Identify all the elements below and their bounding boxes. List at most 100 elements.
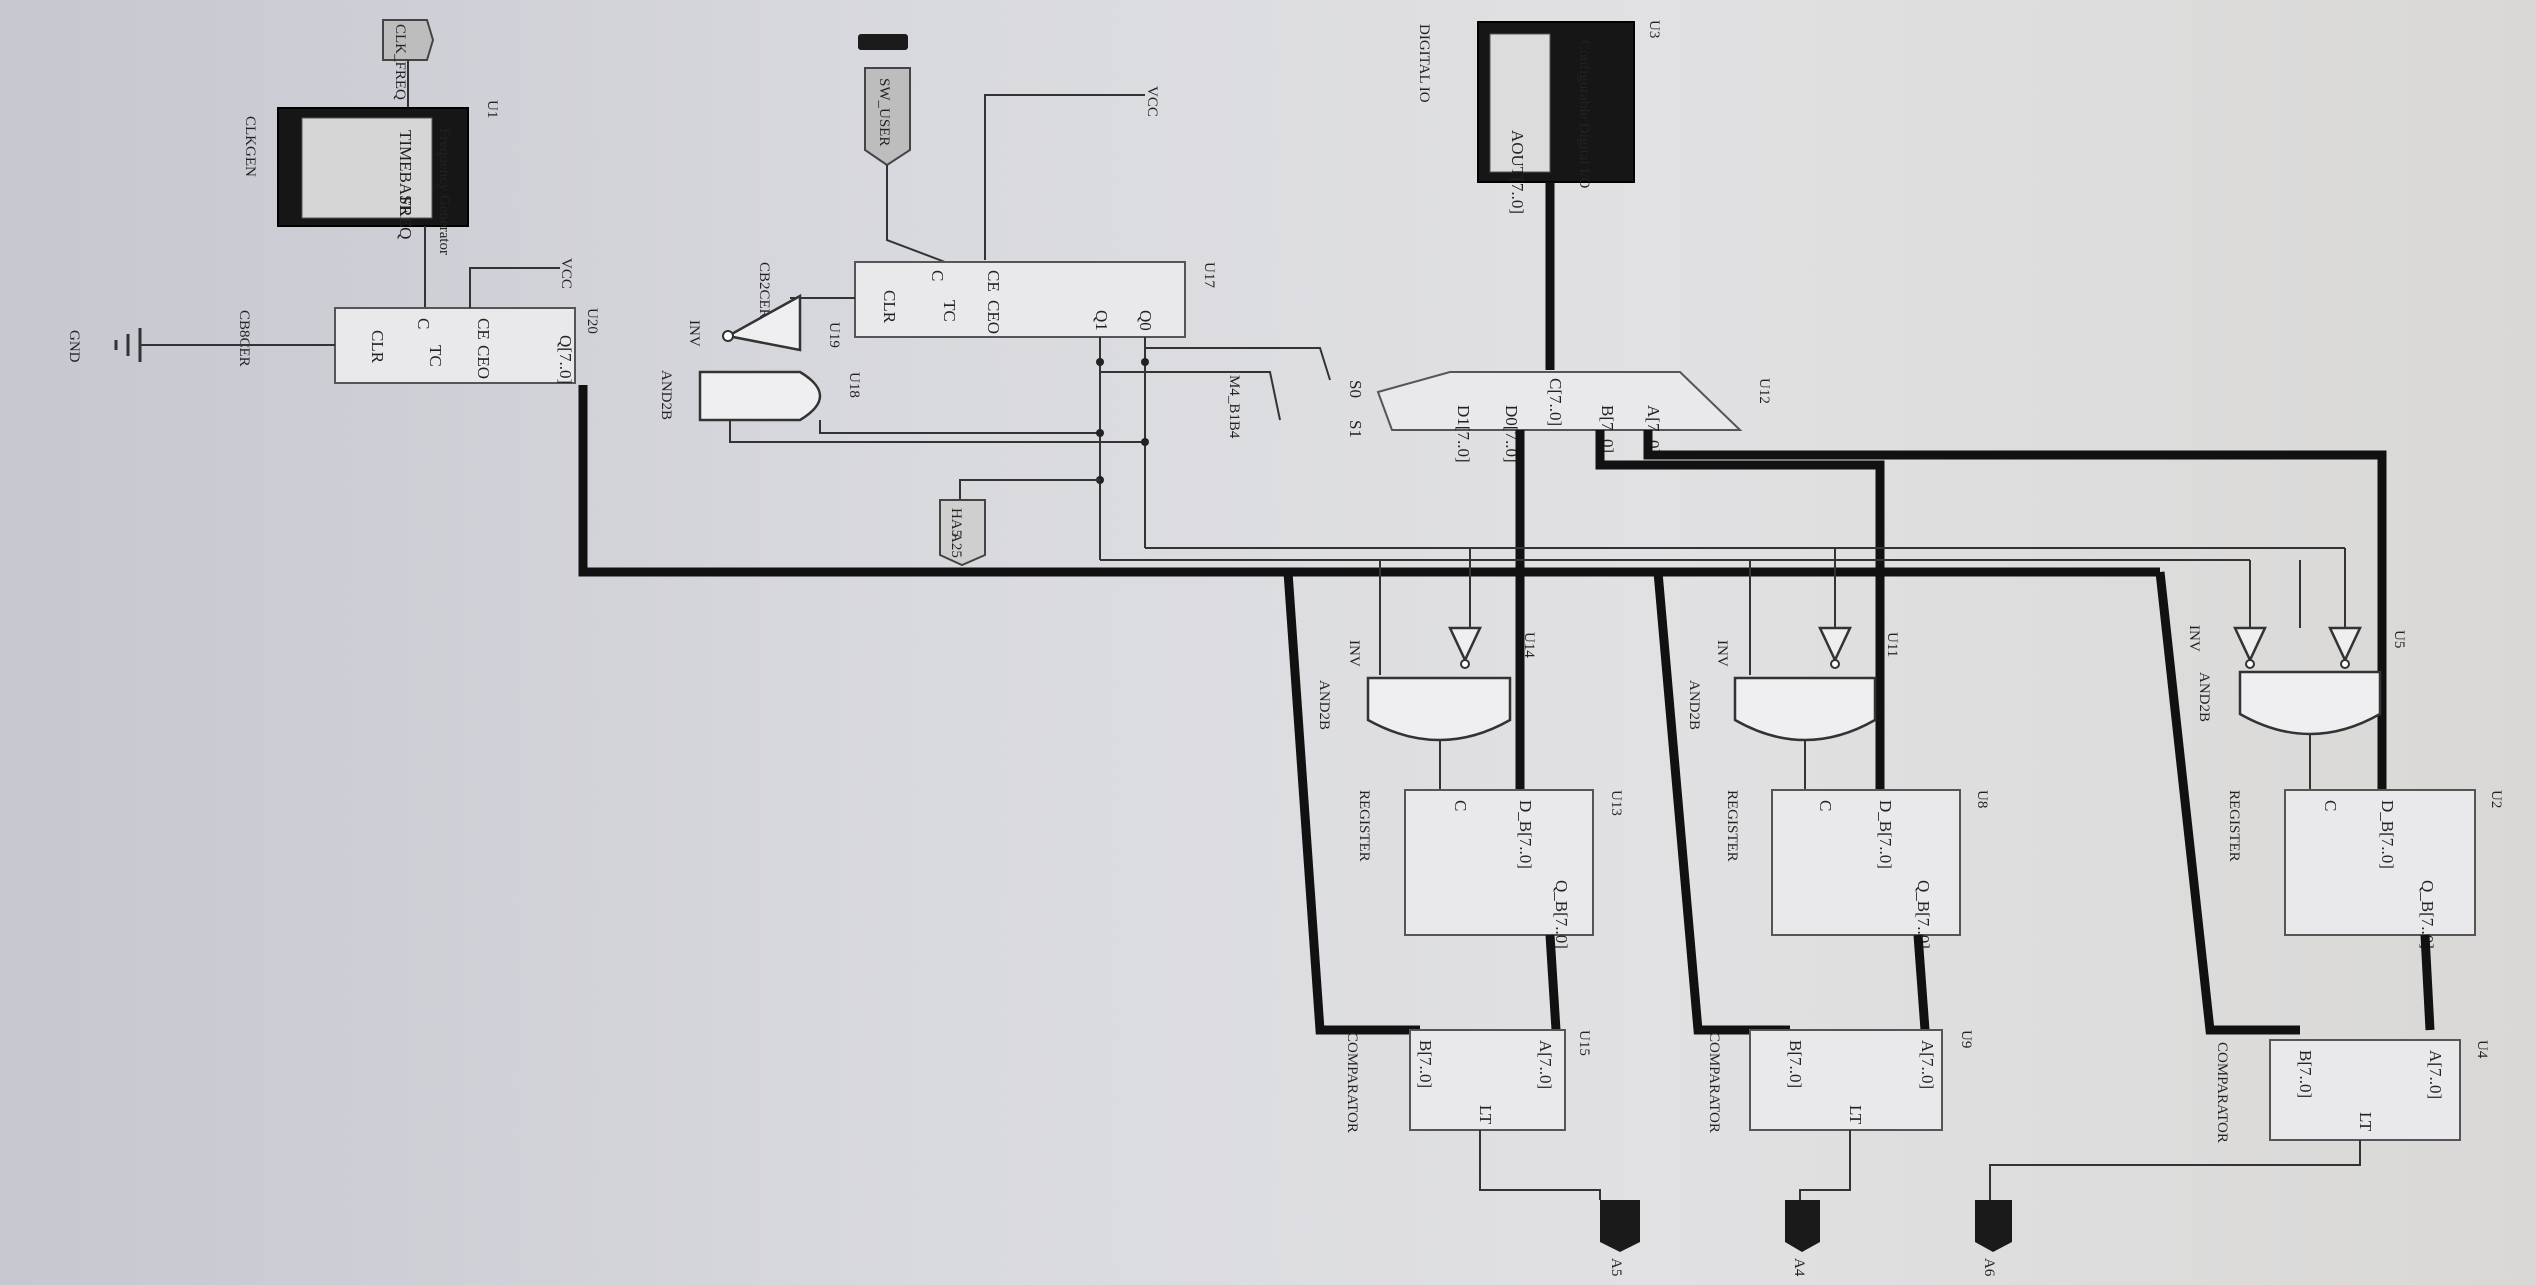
svg-text:CLK_FREQ: CLK_FREQ <box>392 24 408 100</box>
svg-text:C: C <box>1451 800 1470 811</box>
svg-text:U13: U13 <box>1608 790 1624 816</box>
svg-text:U4: U4 <box>2474 1040 2490 1059</box>
svg-text:D_B[7..0]: D_B[7..0] <box>2378 800 2397 869</box>
svg-text:Q_B[7..0]: Q_B[7..0] <box>2418 880 2437 949</box>
svg-text:TIMEBASE: TIMEBASE <box>396 130 415 215</box>
svg-text:U5: U5 <box>2391 630 2407 648</box>
svg-text:FREQ: FREQ <box>396 196 415 239</box>
svg-text:A[7..0]: A[7..0] <box>1918 1040 1937 1089</box>
svg-text:U19: U19 <box>826 322 842 348</box>
svg-text:Q_B[7..0]: Q_B[7..0] <box>1914 880 1933 949</box>
svg-text:CEO: CEO <box>474 345 493 379</box>
svg-text:S0: S0 <box>1346 380 1365 398</box>
svg-text:D_B[7..0]: D_B[7..0] <box>1516 800 1535 869</box>
svg-text:VCC: VCC <box>1144 86 1160 117</box>
multiplexer-u12[interactable]: S0 S1 D1[7..0] D0[7..0] C[7..0] B[7..0] … <box>1346 371 1772 463</box>
svg-text:INV: INV <box>1714 640 1730 667</box>
sw-user-port[interactable]: SW_USER <box>864 67 911 167</box>
svg-text:B[7..0]: B[7..0] <box>1416 1040 1435 1088</box>
output-port-a6[interactable]: A6 <box>1975 1200 2012 1277</box>
svg-text:Configurable Digital I/O: Configurable Digital I/O <box>1576 40 1592 188</box>
svg-text:VCC: VCC <box>558 258 574 289</box>
svg-text:D1[7..0]: D1[7..0] <box>1454 405 1473 463</box>
svg-text:COMPARATOR: COMPARATOR <box>1706 1032 1722 1133</box>
svg-text:A6: A6 <box>1981 1258 1997 1277</box>
digital-io-u3[interactable]: AOUT[7..0] Configurable Digital I/O U3 D… <box>1416 20 1662 214</box>
svg-text:TC: TC <box>940 300 959 322</box>
svg-text:DIGITAL IO: DIGITAL IO <box>1416 24 1432 103</box>
svg-text:CB2CER: CB2CER <box>756 262 772 319</box>
ha5-port[interactable]: HA5 A25 <box>939 499 986 567</box>
svg-text:U3: U3 <box>1646 20 1662 38</box>
svg-text:REGISTER: REGISTER <box>1724 790 1740 862</box>
svg-text:LT: LT <box>1846 1105 1865 1125</box>
svg-text:U8: U8 <box>1974 790 1990 808</box>
svg-text:C[7..0]: C[7..0] <box>1546 378 1565 426</box>
svg-text:HA5: HA5 <box>948 508 964 537</box>
svg-text:U11: U11 <box>1884 632 1900 657</box>
gate-group-u5: U5 INV AND2B <box>2186 625 2407 736</box>
svg-text:U15: U15 <box>1576 1030 1592 1056</box>
svg-text:CB8CER: CB8CER <box>236 310 252 367</box>
svg-text:U14: U14 <box>1521 632 1537 658</box>
svg-text:AND2B: AND2B <box>658 370 674 420</box>
svg-text:INV: INV <box>1346 640 1362 667</box>
and-gate-u18: U18 AND2B <box>658 370 862 422</box>
frequency-generator-u1[interactable]: TIMEBASE FREQ Frequency Generator U1 CLK… <box>242 100 500 255</box>
svg-text:REGISTER: REGISTER <box>2226 790 2242 862</box>
svg-text:Q0: Q0 <box>1136 310 1155 331</box>
register-u8[interactable]: C D_B[7..0] Q_B[7..0] U8 REGISTER <box>1724 789 1990 949</box>
svg-text:U2: U2 <box>2488 790 2504 808</box>
svg-text:COMPARATOR: COMPARATOR <box>1344 1032 1360 1133</box>
svg-text:S1: S1 <box>1346 420 1365 438</box>
svg-text:A5: A5 <box>1608 1258 1624 1276</box>
svg-text:CE: CE <box>474 318 493 340</box>
svg-text:AND2B: AND2B <box>1316 680 1332 730</box>
svg-text:U12: U12 <box>1756 378 1772 404</box>
svg-text:A[7..0]: A[7..0] <box>1536 1040 1555 1089</box>
comparator-u15[interactable]: B[7..0] A[7..0] LT U15 COMPARATOR <box>1344 1029 1592 1133</box>
svg-text:AND2B: AND2B <box>2196 672 2212 722</box>
svg-text:U17: U17 <box>1201 262 1217 288</box>
svg-text:A[7..0]: A[7..0] <box>2426 1050 2445 1099</box>
svg-text:A25: A25 <box>948 532 964 558</box>
svg-text:C: C <box>414 318 433 329</box>
svg-text:CLR: CLR <box>368 330 387 364</box>
clk-input-port[interactable]: CLK_FREQ <box>382 19 435 100</box>
register-u13[interactable]: C D_B[7..0] Q_B[7..0] U13 REGISTER <box>1356 789 1624 949</box>
register-u2[interactable]: C D_B[7..0] Q_B[7..0] U2 REGISTER <box>2226 789 2504 949</box>
output-port-a4[interactable]: A4 <box>1785 1200 1820 1277</box>
inverter-u19: U19 INV <box>686 293 842 352</box>
svg-text:CLR: CLR <box>880 290 899 324</box>
gate-group-u11: U11 INV AND2B <box>1686 626 1900 742</box>
svg-text:U1: U1 <box>484 100 500 118</box>
svg-text:U9: U9 <box>1958 1030 1974 1048</box>
svg-text:M4_B1B4: M4_B1B4 <box>1226 375 1242 439</box>
ground-symbol <box>114 328 142 362</box>
output-port-a5[interactable]: A5 <box>1600 1200 1640 1276</box>
svg-text:U18: U18 <box>846 372 862 398</box>
counter-u17[interactable]: C CE CEO TC CLR Q1 Q0 U17 <box>854 261 1217 338</box>
svg-text:CLKGEN: CLKGEN <box>242 116 258 177</box>
svg-text:INV: INV <box>686 320 702 347</box>
svg-text:D_B[7..0]: D_B[7..0] <box>1876 800 1895 869</box>
svg-text:Q_B[7..0]: Q_B[7..0] <box>1552 880 1571 949</box>
comparator-u4[interactable]: B[7..0] A[7..0] LT U4 COMPARATOR <box>2214 1039 2490 1143</box>
svg-text:LT: LT <box>1476 1105 1495 1125</box>
comparator-u9[interactable]: B[7..0] A[7..0] LT U9 COMPARATOR <box>1706 1029 1974 1133</box>
svg-text:CEO: CEO <box>984 300 1003 334</box>
user-switch-icon[interactable] <box>858 34 908 50</box>
svg-text:CE: CE <box>984 270 1003 292</box>
svg-text:GND: GND <box>66 330 82 363</box>
svg-text:LT: LT <box>2356 1112 2375 1132</box>
counter-u20[interactable]: C CE CEO TC CLR Q[7..0] U20 CB8CER <box>236 307 600 384</box>
svg-text:C: C <box>2321 800 2340 811</box>
svg-text:AND2B: AND2B <box>1686 680 1702 730</box>
svg-text:C: C <box>1816 800 1835 811</box>
svg-text:AOUT[7..0]: AOUT[7..0] <box>1508 130 1527 214</box>
svg-text:A4: A4 <box>1791 1258 1807 1277</box>
svg-text:C: C <box>928 270 947 281</box>
gate-group-u14: U14 INV AND2B <box>1316 626 1537 742</box>
svg-text:TC: TC <box>426 345 445 367</box>
